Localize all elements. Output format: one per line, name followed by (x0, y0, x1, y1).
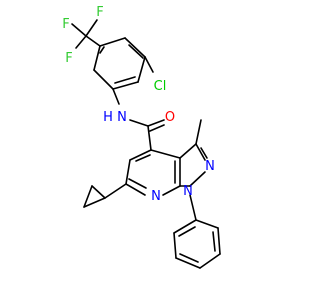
molecule-canvas: F F F Cl N H O N N N (62, 5, 221, 269)
amide-nitrogen-label: N (117, 110, 127, 125)
fluorine-atom-label: F (65, 51, 72, 66)
oxygen-atom-label: O (165, 110, 175, 125)
molecule-structure: F F F Cl N H O N N N (62, 5, 221, 269)
pyrazole-nitrogen-label: N (205, 159, 215, 174)
atom-labels: F F F Cl N H O N N N (62, 5, 215, 204)
pyrazole-nitrogen-label: N (183, 184, 193, 199)
bond-lines (71, 19, 221, 269)
fluorine-atom-label: F (96, 5, 103, 20)
pyridine-nitrogen-label: N (151, 189, 161, 204)
fluorine-atom-label: F (62, 17, 69, 32)
amide-hydrogen-label: H (103, 110, 113, 125)
chlorine-atom-label: Cl (154, 79, 167, 94)
